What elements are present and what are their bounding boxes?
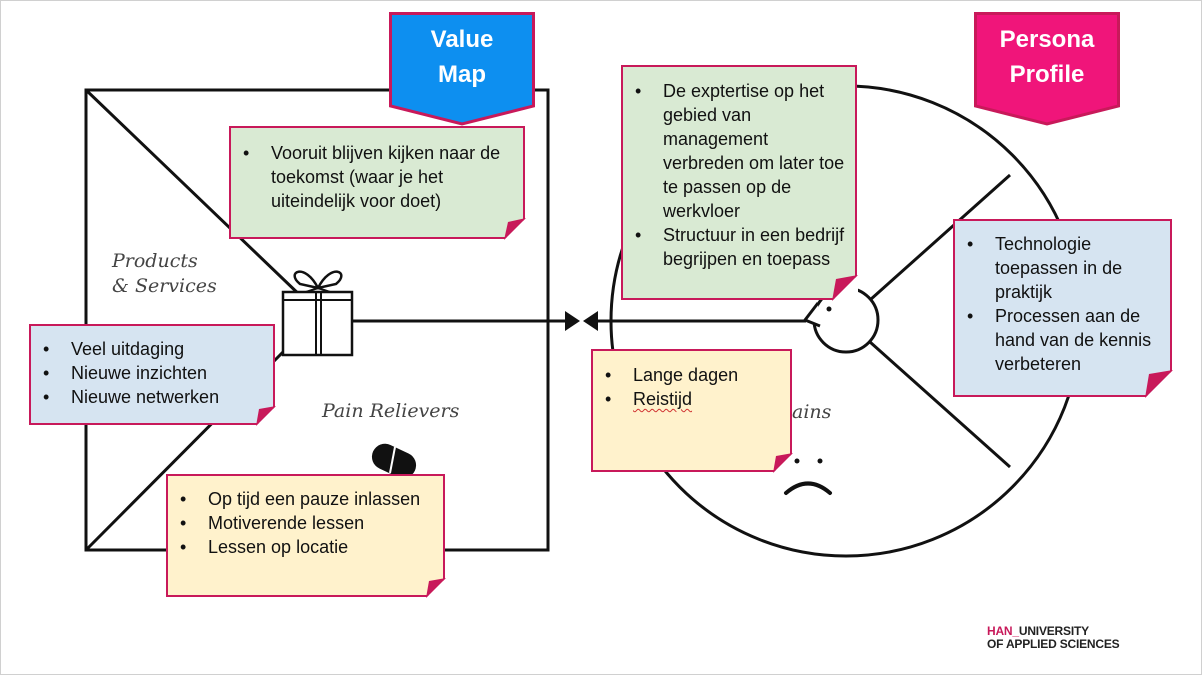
note-fold: [256, 406, 276, 426]
products-services-label: Products & Services: [112, 249, 217, 299]
value-map-title-line2: Map: [438, 61, 486, 88]
note-item: Lange dagen: [593, 363, 790, 387]
pain-relievers-note: Op tijd een pauze inlassen Motiverende l…: [166, 474, 446, 598]
gift-icon: [281, 270, 354, 357]
note-item: Lessen op locatie: [168, 535, 443, 559]
pains-note: Lange dagen Reistijd: [591, 349, 793, 473]
logo-line2: OF APPLIED SCIENCES: [987, 637, 1120, 651]
note-item: Technologie toepassen in de praktijk: [955, 232, 1170, 304]
products-services-note: Veel uitdaging Nieuwe inzichten Nieuwe n…: [29, 324, 276, 426]
note-fold: [832, 275, 858, 301]
logo-line1: UNIVERSITY: [1018, 624, 1089, 638]
note-fold: [426, 578, 446, 598]
products-label-line2: & Services: [112, 275, 217, 297]
gains-note: De exptertise op het gebied van manageme…: [621, 65, 858, 301]
gain-creators-note: Vooruit blijven kijken naar de toekomst …: [229, 126, 526, 240]
persona-title-line2: Profile: [1009, 61, 1085, 88]
customer-jobs-note: Technologie toepassen in de praktijk Pro…: [953, 219, 1173, 398]
persona-divider-lower: [869, 340, 1011, 469]
value-map-arrow-head: [565, 311, 580, 331]
note-fold: [773, 453, 793, 473]
note-item: De exptertise op het gebied van manageme…: [623, 79, 849, 223]
pill-icon: [371, 443, 417, 479]
value-map-title-line1: Value: [430, 26, 494, 53]
note-item: Nieuwe netwerken: [31, 385, 273, 409]
value-map-banner: Value Map: [389, 12, 535, 126]
note-item: Structuur in een bedrijf begrijpen en to…: [623, 223, 849, 271]
note-item: Reistijd: [593, 387, 790, 411]
sad-face-icon: [784, 458, 832, 495]
logo-han: HAN_: [987, 624, 1019, 638]
products-label-line1: Products: [112, 250, 198, 272]
value-map-diagonal-top: [84, 88, 307, 302]
note-item: Nieuwe inzichten: [31, 361, 273, 385]
note-item: Veel uitdaging: [31, 337, 273, 361]
han-university-logo: HAN_UNIVERSITY OF APPLIED SCIENCES: [987, 624, 1120, 651]
head-icon: [803, 286, 880, 354]
note-fold: [504, 218, 526, 240]
note-item: Op tijd een pauze inlassen: [168, 487, 443, 511]
pain-relievers-label: Pain Relievers: [322, 400, 460, 422]
note-item: Processen aan de hand van de kennis verb…: [955, 304, 1170, 376]
persona-profile-banner: Persona Profile: [974, 12, 1120, 126]
persona-title-line1: Persona: [999, 26, 1095, 53]
persona-divider-upper: [869, 173, 1011, 302]
note-item: Vooruit blijven kijken naar de toekomst …: [231, 141, 523, 213]
pains-label-partial: ains: [792, 401, 832, 423]
note-fold: [1145, 370, 1173, 398]
persona-arrow-head: [583, 311, 598, 331]
note-item: Motiverende lessen: [168, 511, 443, 535]
